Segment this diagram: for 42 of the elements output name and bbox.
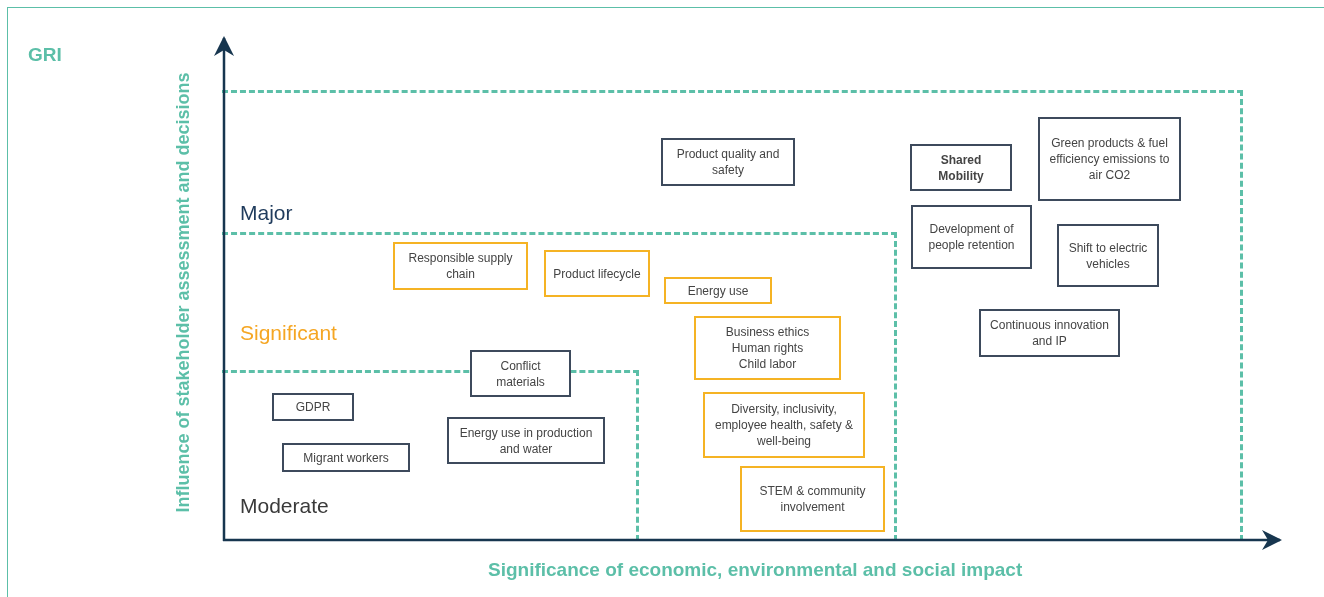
zone-label: Moderate [240, 494, 329, 518]
topic-text: Product quality and safety [675, 146, 781, 178]
topic-text: Energy use in production and water [458, 424, 594, 457]
zone-label: Major [240, 201, 293, 225]
topic-box [740, 466, 885, 532]
zone-region [222, 232, 897, 541]
topic-text: Child labor [738, 356, 797, 372]
topic-box [1038, 117, 1181, 201]
topic-text: Migrant workers [303, 449, 389, 466]
topic-box [447, 417, 605, 464]
topic-text: STEM & community involvement [758, 483, 867, 515]
topic-box [910, 144, 1012, 191]
topic-box [664, 277, 772, 304]
topic-box [703, 392, 865, 458]
topic-text: Shared Mobility [937, 151, 985, 184]
standard-label: GRI [28, 44, 62, 66]
topic-text: Human rights [731, 340, 804, 356]
topic-text: Shift to electric vehicles [1067, 239, 1149, 272]
topic-text: Responsible supply chain [407, 250, 514, 282]
x-axis-title: Significance of economic, environmental and social impact [488, 559, 1023, 581]
topic-box [544, 250, 650, 297]
topic-text: Product lifecycle [553, 265, 641, 282]
topic-text: Green products & fuel efficiency emissions to air CO2 [1048, 135, 1171, 183]
topic-box [393, 242, 528, 290]
topic-text: Conflict materials [495, 357, 546, 390]
zone-label: Significant [240, 321, 337, 345]
topic-box [979, 309, 1120, 357]
y-axis-title: Influence of stakeholder assessment and decisions [172, 71, 194, 513]
topic-box [661, 138, 795, 186]
topic-box [1057, 224, 1159, 287]
topic-box [470, 350, 571, 397]
topic-box [911, 205, 1032, 269]
topic-box [694, 316, 841, 380]
topic-text: Business ethics [725, 324, 810, 340]
zone-region [222, 90, 1243, 541]
topic-text: GDPR [295, 399, 331, 415]
topic-text: Diversity, inclusivity, employee health, safety & well-being [713, 401, 855, 449]
topic-box [272, 393, 354, 421]
topic-text: Energy use [687, 282, 749, 299]
topic-text: Development of people retention [927, 221, 1016, 253]
topic-text: Continuous innovation and IP [989, 317, 1110, 349]
topic-box [282, 443, 410, 472]
